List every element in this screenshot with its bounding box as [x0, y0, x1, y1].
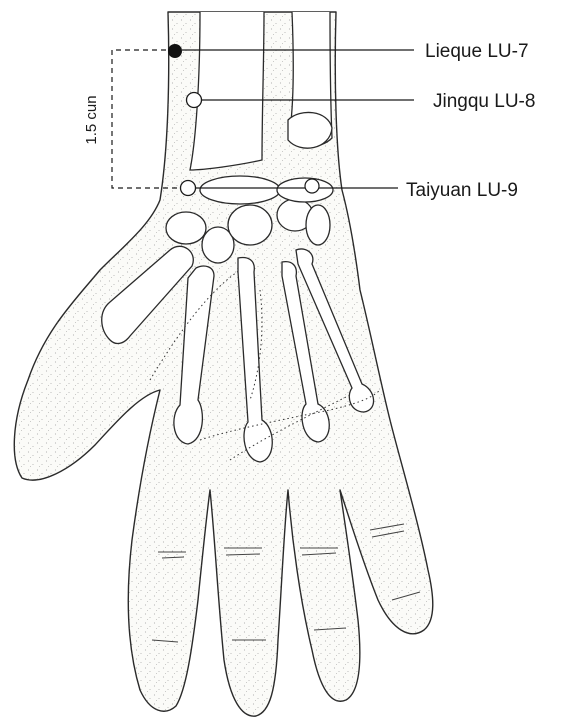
pisiform	[306, 205, 330, 245]
capitate	[228, 205, 272, 245]
point-marker-jingqu	[187, 93, 202, 108]
hand-illustration	[14, 12, 432, 716]
point-marker-secondary	[305, 179, 319, 193]
scaphoid	[166, 212, 206, 244]
point-label-taiyuan: Taiyuan LU-9	[406, 180, 518, 201]
triquetrum	[277, 178, 333, 202]
lunate	[200, 176, 280, 204]
point-label-lieque: Lieque LU-7	[425, 41, 529, 62]
radius-bone	[190, 12, 264, 170]
point-marker-lieque	[168, 44, 182, 58]
point-label-jingqu: Jingqu LU-8	[433, 91, 535, 112]
forearm-bones	[190, 12, 332, 170]
measurement-label: 1.5 cun	[83, 95, 100, 144]
point-marker-taiyuan	[181, 181, 196, 196]
